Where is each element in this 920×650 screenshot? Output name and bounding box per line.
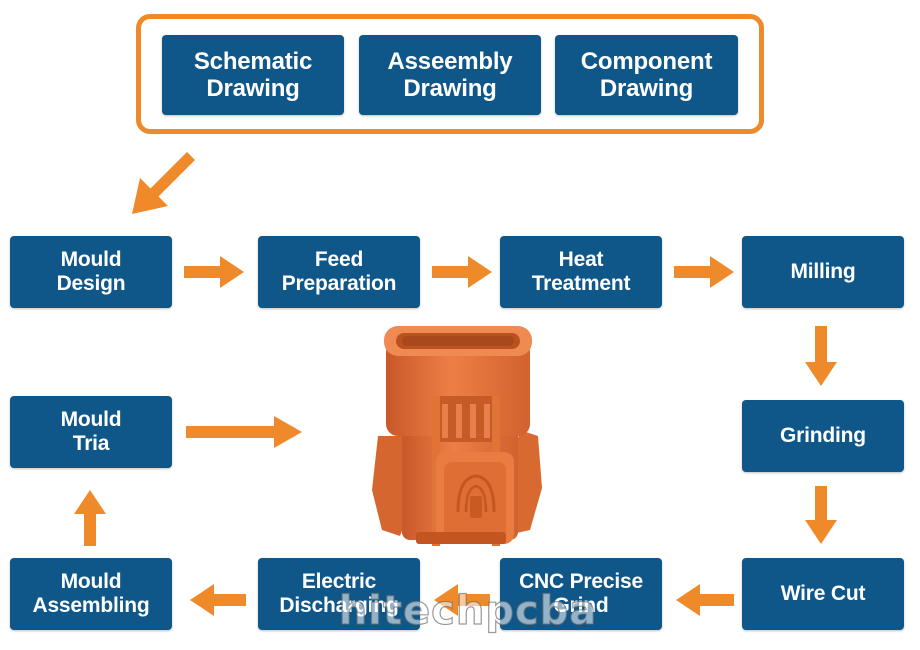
electric-discharging-box: Electric Discharging (258, 558, 420, 630)
assembly-drawing-box: Asseembly Drawing (359, 35, 541, 115)
arrow-left-1 (676, 584, 734, 616)
watermark-text: hitechpcba (338, 587, 598, 634)
arrow-down-1 (805, 326, 837, 386)
schematic-drawing-box: Schematic Drawing (162, 35, 344, 115)
diagonal-arrow-to-mould-design (132, 152, 195, 214)
arrow-left-3 (190, 584, 246, 616)
arrow-left-2 (434, 584, 490, 616)
heat-treatment-box: Heat Treatment (500, 236, 662, 308)
arrow-up (74, 490, 106, 546)
mould-design-box: Mould Design (10, 236, 172, 308)
wire-cut-box: Wire Cut (742, 558, 904, 630)
milling-box: Milling (742, 236, 904, 308)
component-drawing-box: Component Drawing (555, 35, 738, 115)
mould-assembling-box: Mould Assembling (10, 558, 172, 630)
arrow-right-2 (432, 256, 492, 288)
drawings-group-frame (136, 14, 764, 134)
arrow-down-2 (805, 486, 837, 544)
feed-preparation-box: Feed Preparation (258, 236, 420, 308)
arrow-right-1 (184, 256, 244, 288)
arrow-to-part (186, 416, 302, 448)
mould-tria-box: Mould Tria (10, 396, 172, 468)
cnc-precise-grind-box: CNC Precise Grind (500, 558, 662, 630)
grinding-box: Grinding (742, 400, 904, 472)
connector-housing-image (372, 326, 542, 546)
arrow-right-3 (674, 256, 734, 288)
